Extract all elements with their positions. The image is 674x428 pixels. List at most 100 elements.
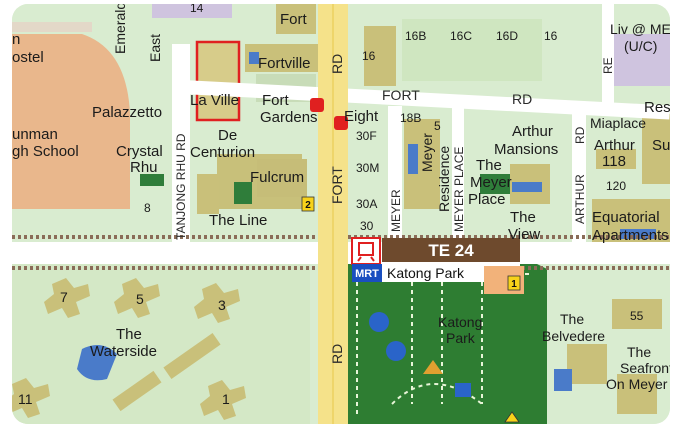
meyer-place-road-label: MEYER PLACE [452, 147, 466, 232]
meyer-place-green [480, 174, 510, 194]
block-55 [612, 299, 662, 329]
number-30: 30 [360, 219, 374, 233]
liv-block [604, 34, 670, 86]
crystal-rhu-green [140, 174, 164, 186]
road-fragment-label: RE [601, 57, 615, 74]
station-code: TE 24 [428, 241, 474, 260]
rhu-label: Rhu [130, 159, 158, 176]
tanjong-rhu-rd-label: TANJONG RHU RD [174, 133, 188, 240]
miaplace-label: Miaplace [590, 115, 646, 131]
meyer-place-label-3: Place [468, 191, 506, 208]
bus-stop-icon[interactable] [310, 98, 324, 112]
train-icon [351, 237, 381, 265]
arthur-118-label-1: Arthur [594, 137, 635, 154]
block-16bcd [402, 19, 542, 81]
block-5-label: 5 [136, 291, 144, 307]
de-centurion-label-2: Centurion [190, 144, 255, 161]
fulcrum-block [257, 159, 307, 197]
the-view-label-2: View [508, 226, 540, 243]
meyer-residence-label-2: Residence [436, 146, 452, 212]
katong-park-label-1: Katong [438, 314, 482, 330]
waterside-pool [77, 345, 117, 381]
eight-label: Eight [344, 108, 379, 125]
exit-2-badge[interactable] [301, 196, 315, 212]
su-block [642, 114, 670, 184]
de-centurion-label-1: De [218, 127, 237, 144]
equatorial-label-2: Apartments [592, 227, 669, 244]
number-18b: 18B [400, 111, 421, 125]
fort-rd-horizontal-suffix: RD [512, 91, 532, 107]
crystal-label: Crystal [116, 143, 163, 160]
belvedere-label-1: The [560, 311, 584, 327]
fort-block-top [276, 4, 316, 34]
number-16d: 16D [496, 29, 518, 43]
katong-park[interactable] [342, 259, 547, 424]
map-canvas[interactable]: TE 24 MRT Katong Park 1 2 n ostel unman … [12, 4, 670, 424]
hostel-label-top: n [12, 31, 20, 48]
fortville-label: Fortville [258, 55, 311, 72]
belvedere-label-2: Belvedere [542, 328, 605, 344]
fulcrum-green [234, 182, 252, 204]
number-30f: 30F [356, 129, 377, 143]
block-1-label: 1 [222, 391, 230, 407]
fulcrum-label: Fulcrum [250, 169, 304, 186]
train-icon-glyph [357, 242, 375, 262]
map-frame: TE 24 MRT Katong Park 1 2 n ostel unman … [12, 4, 670, 424]
rail-line [12, 235, 670, 270]
number-16: 16 [362, 49, 376, 63]
belvedere-pool [554, 369, 572, 391]
equatorial-label-1: Equatorial [592, 209, 660, 226]
liv-label-2: (U/C) [624, 38, 657, 54]
la-ville-label: La Ville [190, 92, 239, 109]
exercise-icon [369, 312, 389, 332]
waterside-label-2: Waterside [90, 343, 157, 360]
number-55: 55 [630, 309, 644, 323]
arthur-mansions-label-1: Arthur [512, 123, 553, 140]
number-14: 14 [190, 4, 204, 15]
exercise-icon [386, 341, 406, 361]
station-code-badge[interactable] [382, 238, 520, 262]
resi-label: Res [644, 99, 670, 116]
school-label-1: unman [12, 126, 58, 143]
fort-rd-top-label: RD [329, 54, 345, 74]
meyer-place-label-1: The [476, 157, 502, 174]
seafront-label-3: On Meyer [606, 376, 668, 392]
fort-rd-horizontal-label: FORT [382, 87, 420, 103]
seafront-label-2: Seafront [620, 360, 670, 376]
meyer-residence-pool [408, 144, 418, 174]
toilet-icon [455, 383, 471, 397]
la-ville-highlight[interactable] [195, 40, 241, 122]
number-16c: 16C [450, 29, 472, 43]
mrt-label: MRT [355, 268, 379, 280]
the-line-label: The Line [209, 212, 267, 229]
bus-stop-icon[interactable] [334, 116, 348, 130]
block-11-label: 11 [18, 391, 33, 407]
number-16b: 16B [405, 29, 426, 43]
seafront-block [617, 374, 657, 414]
crystal-rhu-block [197, 174, 219, 214]
waterside-buildings [12, 278, 246, 420]
school-label-2: gh School [12, 143, 79, 160]
belvedere-block [567, 344, 607, 384]
number-5: 5 [434, 119, 441, 133]
fort-top-label: Fort [280, 11, 308, 28]
exit-1-badge[interactable] [507, 275, 521, 291]
exit-1-label: 1 [511, 279, 517, 290]
seafront-label-1: The [627, 344, 651, 360]
number-8: 8 [144, 201, 151, 215]
number-30a: 30A [356, 197, 377, 211]
meyer-place-label-2: Meyer [470, 174, 512, 191]
fort-gardens-label-1: Fort [262, 92, 290, 109]
block-16 [364, 26, 396, 86]
station-name: Katong Park [387, 265, 465, 281]
number-120: 120 [606, 179, 626, 193]
block-7-label: 7 [60, 289, 68, 305]
meyer-residence-label-1: Meyer [419, 133, 435, 172]
number-30m: 30M [356, 161, 379, 175]
katong-park-label-2: Park [446, 330, 476, 346]
hostel-label: ostel [12, 49, 44, 66]
entrance-marker-icon [504, 411, 520, 423]
arthur-rd-label: ARTHUR [573, 174, 587, 224]
arthur-mansions-label-2: Mansions [494, 141, 558, 158]
building-14 [152, 4, 232, 18]
